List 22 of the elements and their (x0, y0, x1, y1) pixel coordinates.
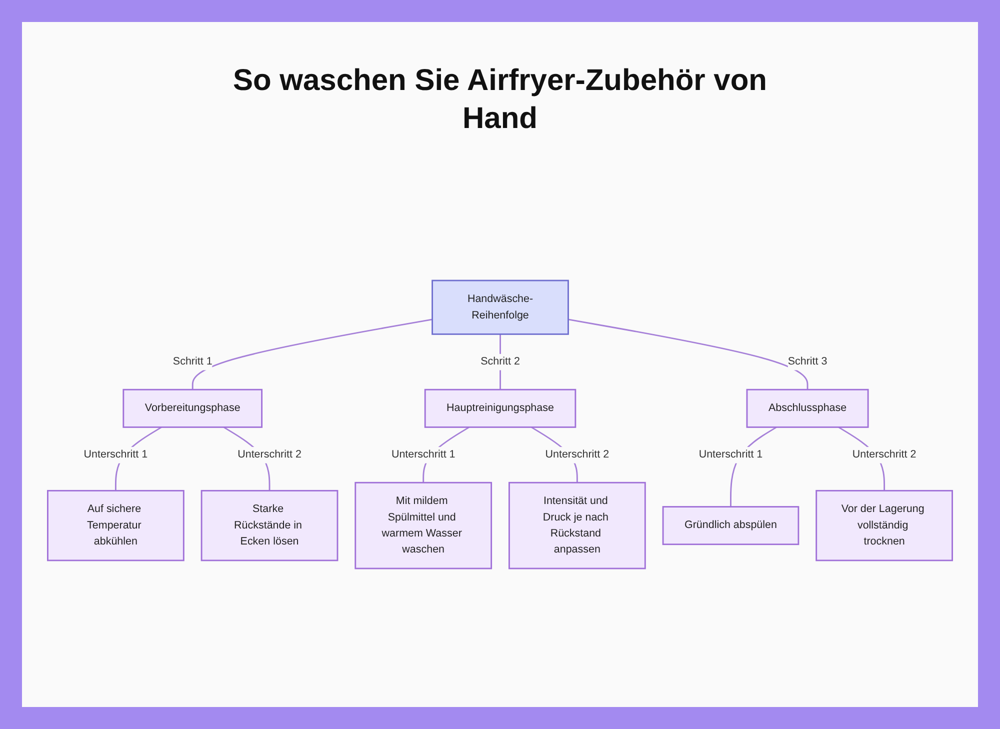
connector (568, 318, 808, 390)
node-box: Gründlich abspülen (662, 506, 800, 546)
connector (192, 318, 432, 390)
edge-label: Unterschritt 2 (852, 448, 916, 460)
node-box: Vor der Lagerung vollständig trocknen (816, 490, 953, 562)
node-box: Intensität und Druck je nach Rückstand anpassen (508, 482, 646, 570)
edge-label: Unterschritt 2 (238, 448, 302, 460)
node-box: Handwäsche-Reihenfolge (432, 280, 569, 335)
edge-label: Unterschritt 2 (545, 448, 610, 460)
node-box: Vorbereitungsphase (122, 388, 263, 428)
node-box: Auf sichere Temperatur abkühlen (47, 490, 184, 562)
edge-label: Schritt 3 (788, 355, 828, 368)
edge-label: Unterschritt 1 (391, 448, 456, 460)
node-box: Abschlussphase (746, 388, 869, 428)
diagram-title: So waschen Sie Airfryer-Zubehör von Hand (232, 63, 768, 137)
node-box: Mit mildem Spülmittel und warmem Wasser waschen (354, 482, 492, 570)
node-box: Starke Rückstände in Ecken lösen (200, 490, 338, 562)
edge-label: Unterschritt 1 (698, 448, 763, 460)
node-box: Hauptreinigungsphase (424, 388, 576, 428)
edge-label: Schritt 1 (172, 355, 212, 368)
edge-label: Unterschritt 1 (84, 448, 148, 460)
edge-label: Schritt 2 (480, 355, 520, 368)
